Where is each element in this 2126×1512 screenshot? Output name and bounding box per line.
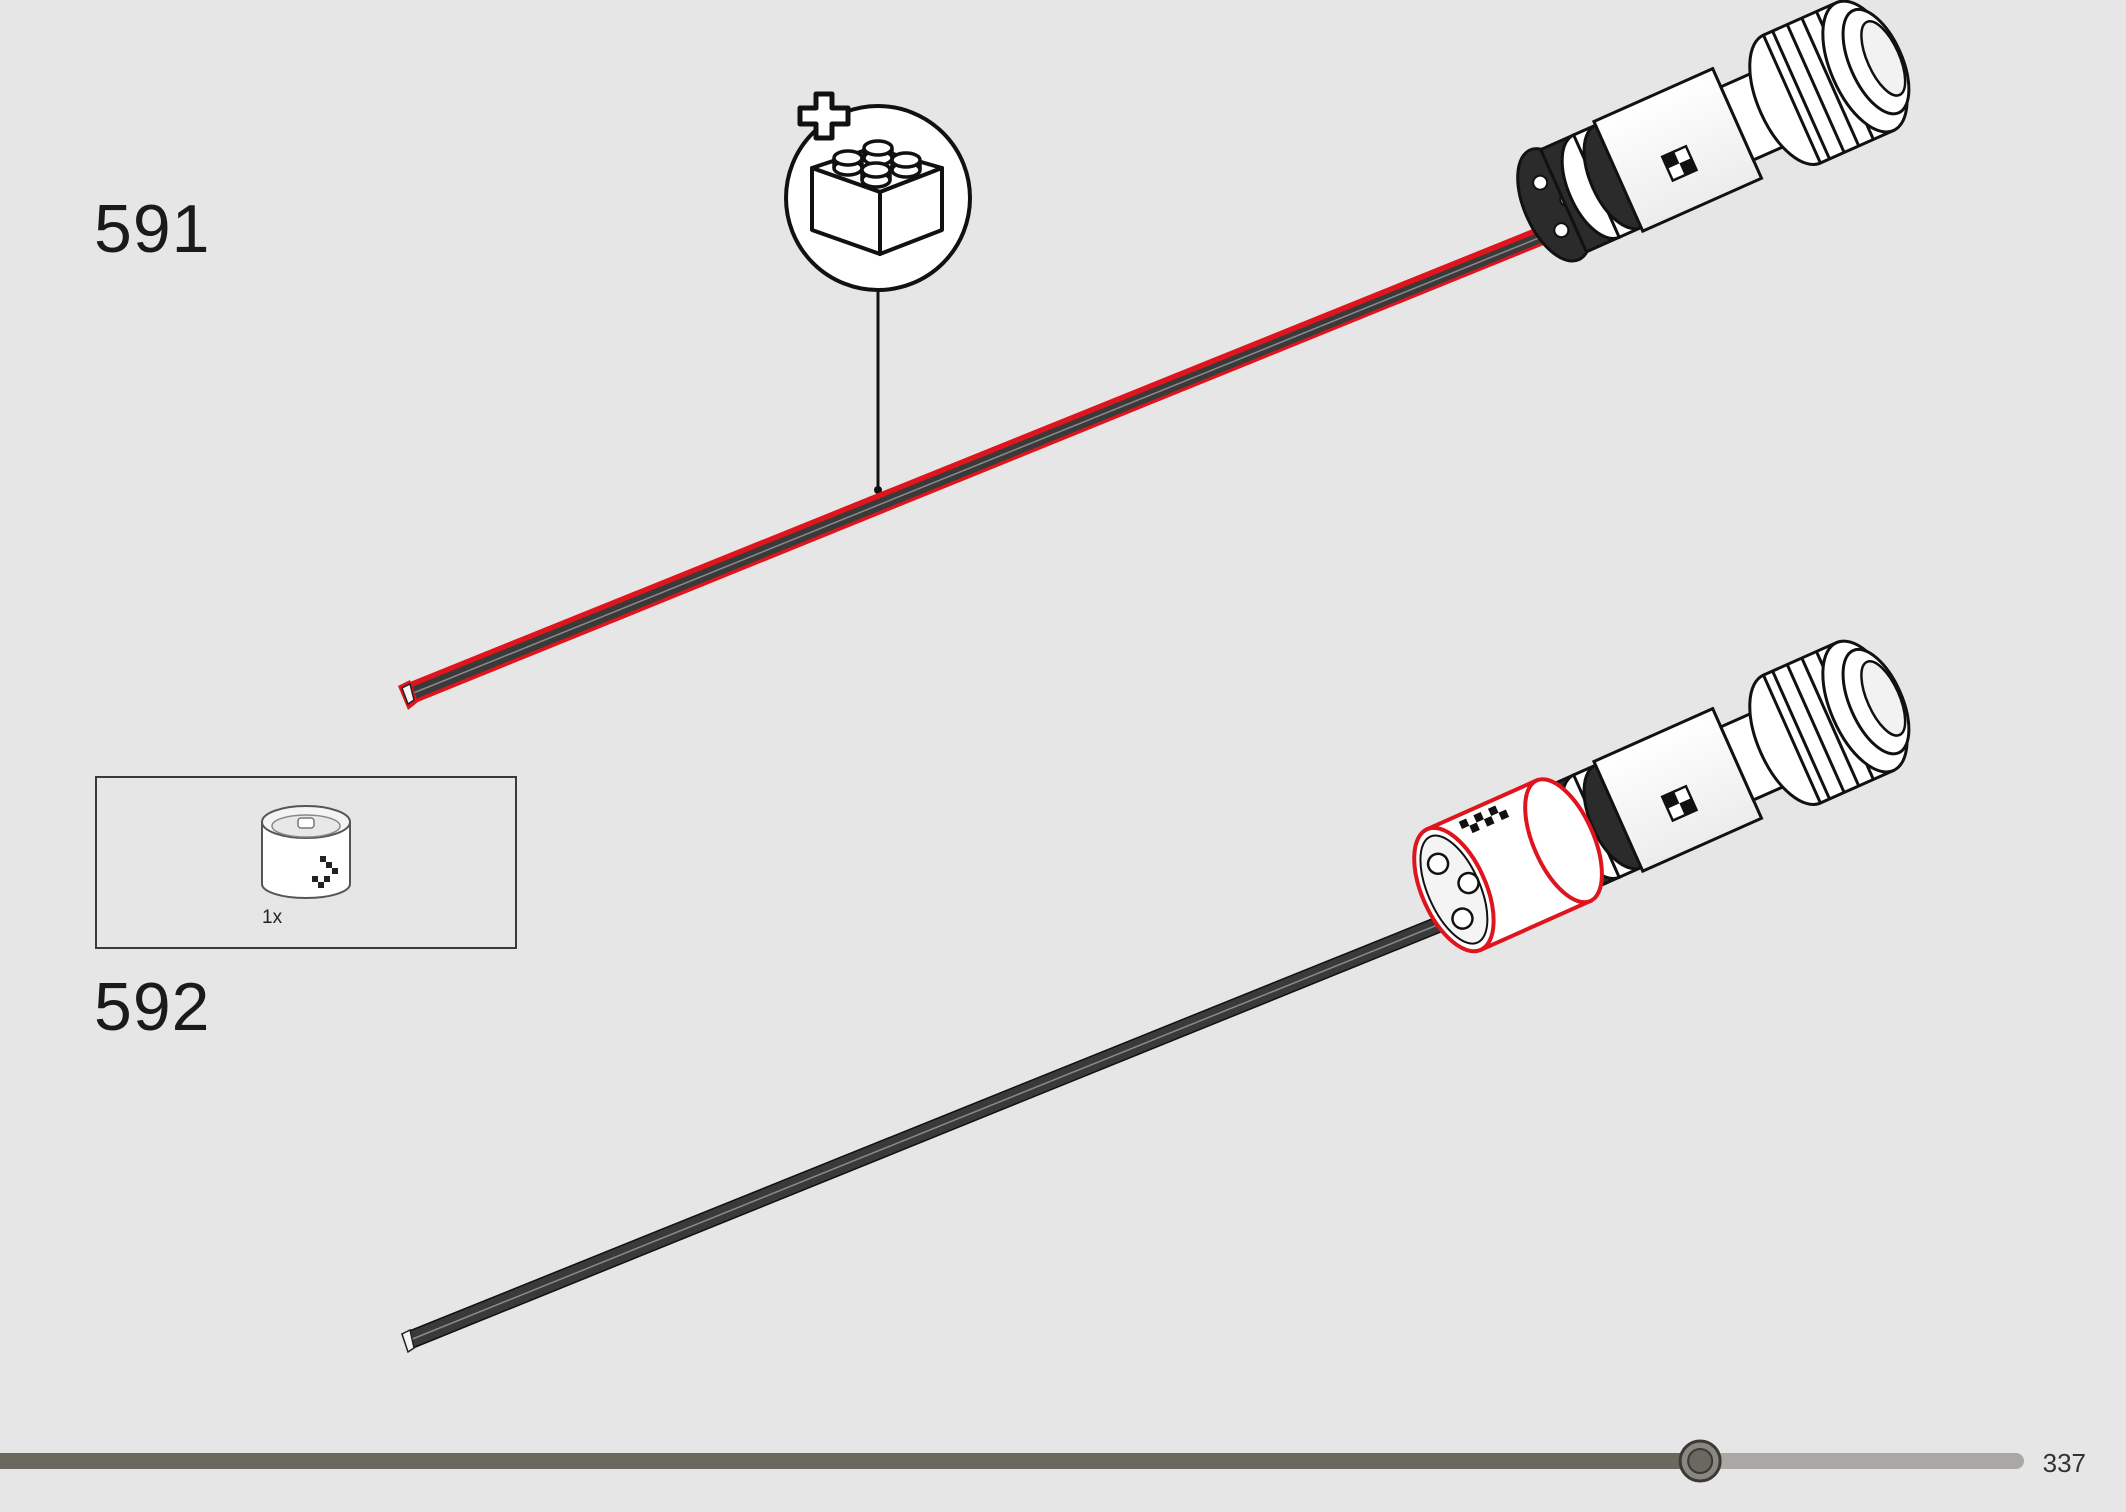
hilt-assembly-591 [1516, 0, 1911, 263]
progress-fill [0, 1453, 1701, 1469]
page-number: 337 [2042, 1448, 2086, 1478]
rod-highlighted [398, 218, 1566, 710]
add-brick-callout [784, 91, 972, 494]
progress-knob [1678, 1439, 1722, 1483]
add-brick-icon [797, 91, 944, 256]
parts-quantity: 1x [262, 907, 283, 928]
step-number-592: 592 [94, 969, 211, 1045]
parts-list-box [95, 776, 517, 949]
round-white-brick-icon [261, 805, 351, 899]
new-round-brick-highlighted [1412, 777, 1604, 954]
hilt-assembly-592 [1412, 639, 1911, 954]
rod-plain [401, 897, 1491, 1354]
step-number-591: 591 [94, 191, 211, 267]
progress-bar [0, 1439, 2024, 1483]
